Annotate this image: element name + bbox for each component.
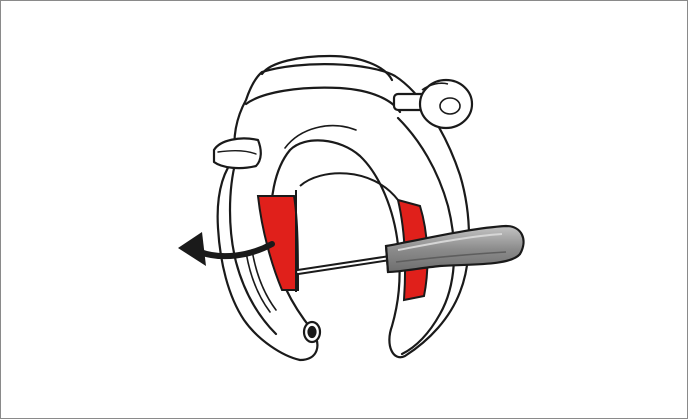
key-icon bbox=[392, 78, 474, 130]
screwdriver-icon bbox=[295, 224, 525, 275]
shackle-channel bbox=[295, 172, 399, 292]
curved-arrow-icon bbox=[178, 232, 275, 266]
